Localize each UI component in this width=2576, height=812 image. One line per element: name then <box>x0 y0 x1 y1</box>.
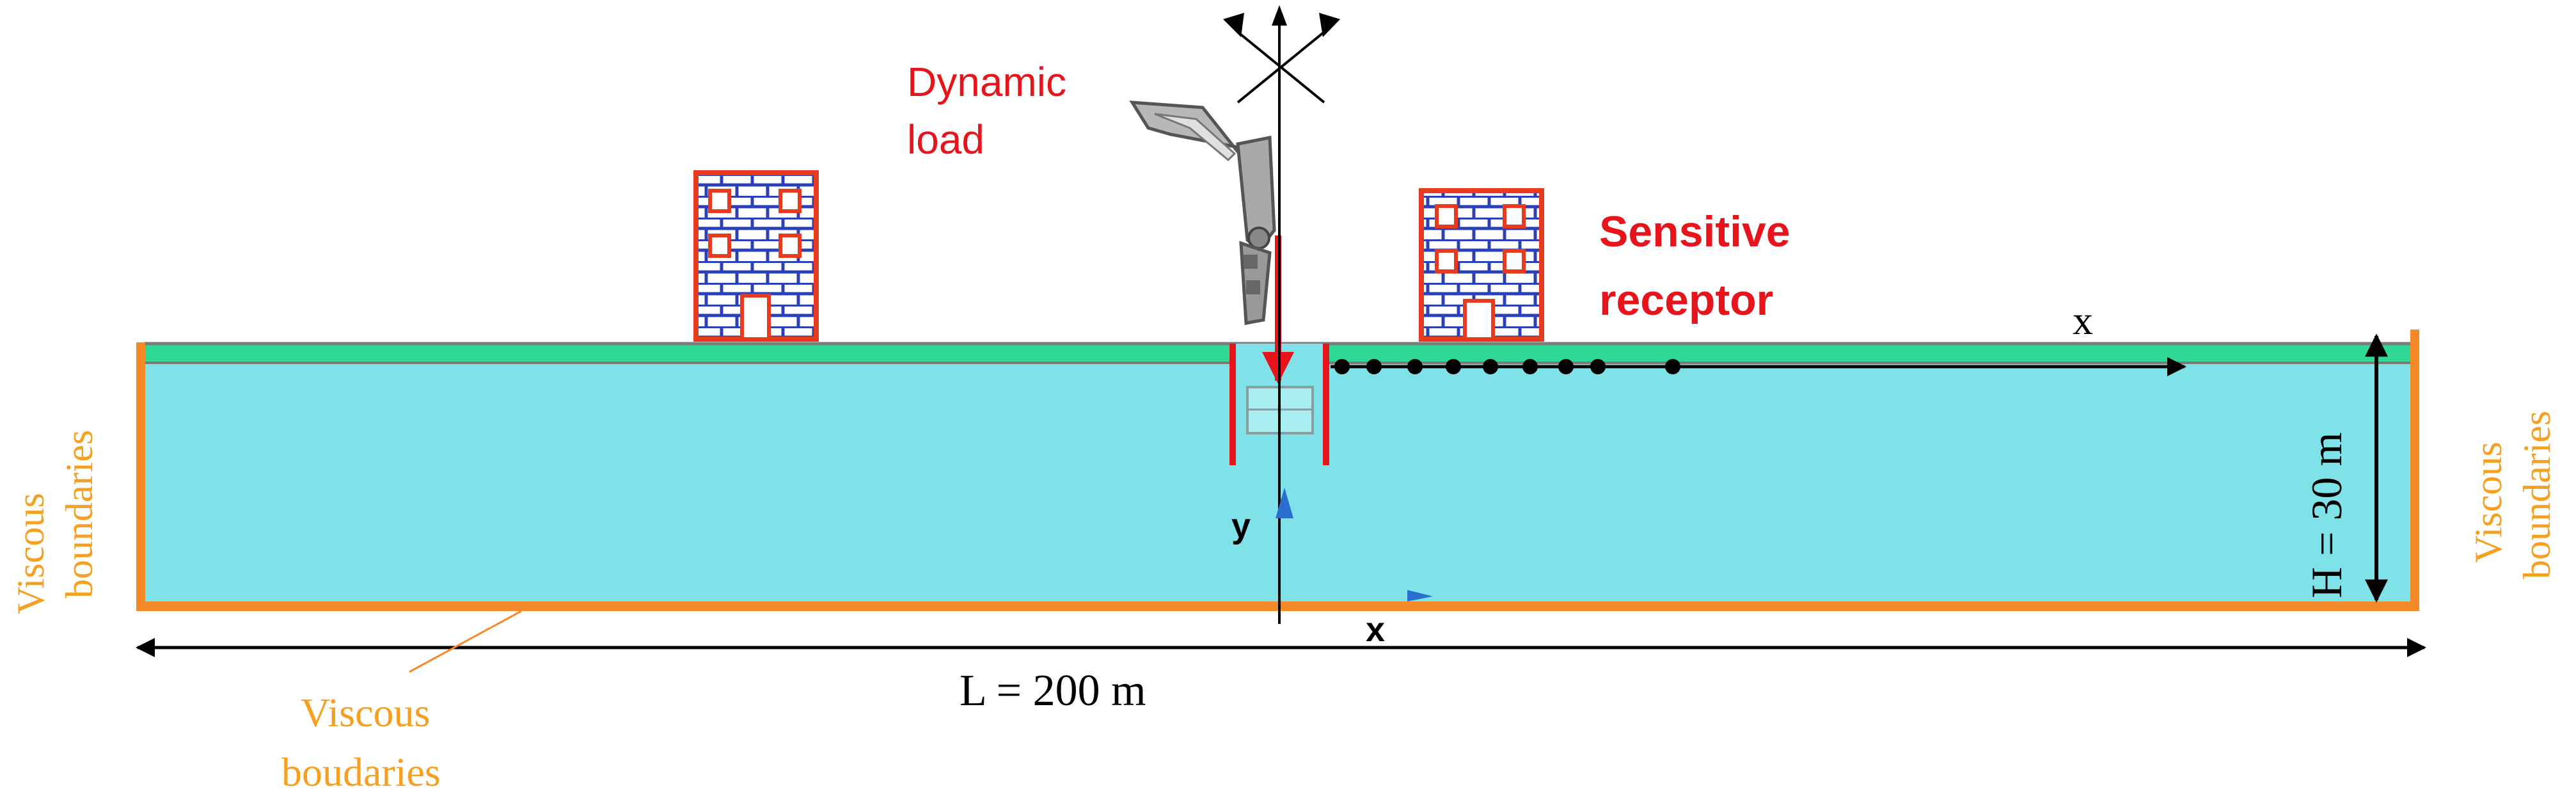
crossed-flags <box>1223 5 1340 104</box>
viscous-right-label: Viscous boundaries <box>2467 411 2558 579</box>
building-left <box>693 170 819 342</box>
dynamic-load-label: Dynamic load <box>907 59 1078 163</box>
viscous-bottom-label: Viscous boudaries <box>281 690 441 795</box>
receptor-point <box>1407 359 1423 374</box>
x-axis-top-label: x <box>2073 298 2093 343</box>
trench-wall-right <box>1323 344 1329 465</box>
receptor-points <box>1334 359 1680 374</box>
height-label: H = 30 m <box>2302 433 2351 598</box>
length-label: L = 200 m <box>960 666 1146 715</box>
viscous-boundary-left <box>136 342 145 611</box>
x-axis-bottom-label: x <box>1366 610 1385 649</box>
receptor-point <box>1366 359 1382 374</box>
receptor-point <box>1446 359 1461 374</box>
sensitive-receptor-label: Sensitive receptor <box>1599 207 1803 324</box>
receptor-point <box>1665 359 1680 374</box>
trench-wall-left <box>1229 344 1236 465</box>
excavator-arm-icon <box>1129 100 1276 325</box>
viscous-boundary-bottom <box>136 601 2419 611</box>
origin-x-arrow <box>1407 590 1433 601</box>
receptor-point <box>1558 359 1574 374</box>
y-axis-label: y <box>1231 507 1251 545</box>
origin-y-arrow <box>1276 488 1293 518</box>
receptor-point <box>1590 359 1606 374</box>
viscous-left-label: Viscous boundaries <box>10 430 100 614</box>
receptor-point <box>1334 359 1350 374</box>
receptor-point <box>1522 359 1538 374</box>
building-right <box>1419 188 1544 342</box>
viscous-boundary-right <box>2410 330 2419 611</box>
bottom-boundary-leader <box>409 610 522 673</box>
receptor-point <box>1483 359 1498 374</box>
